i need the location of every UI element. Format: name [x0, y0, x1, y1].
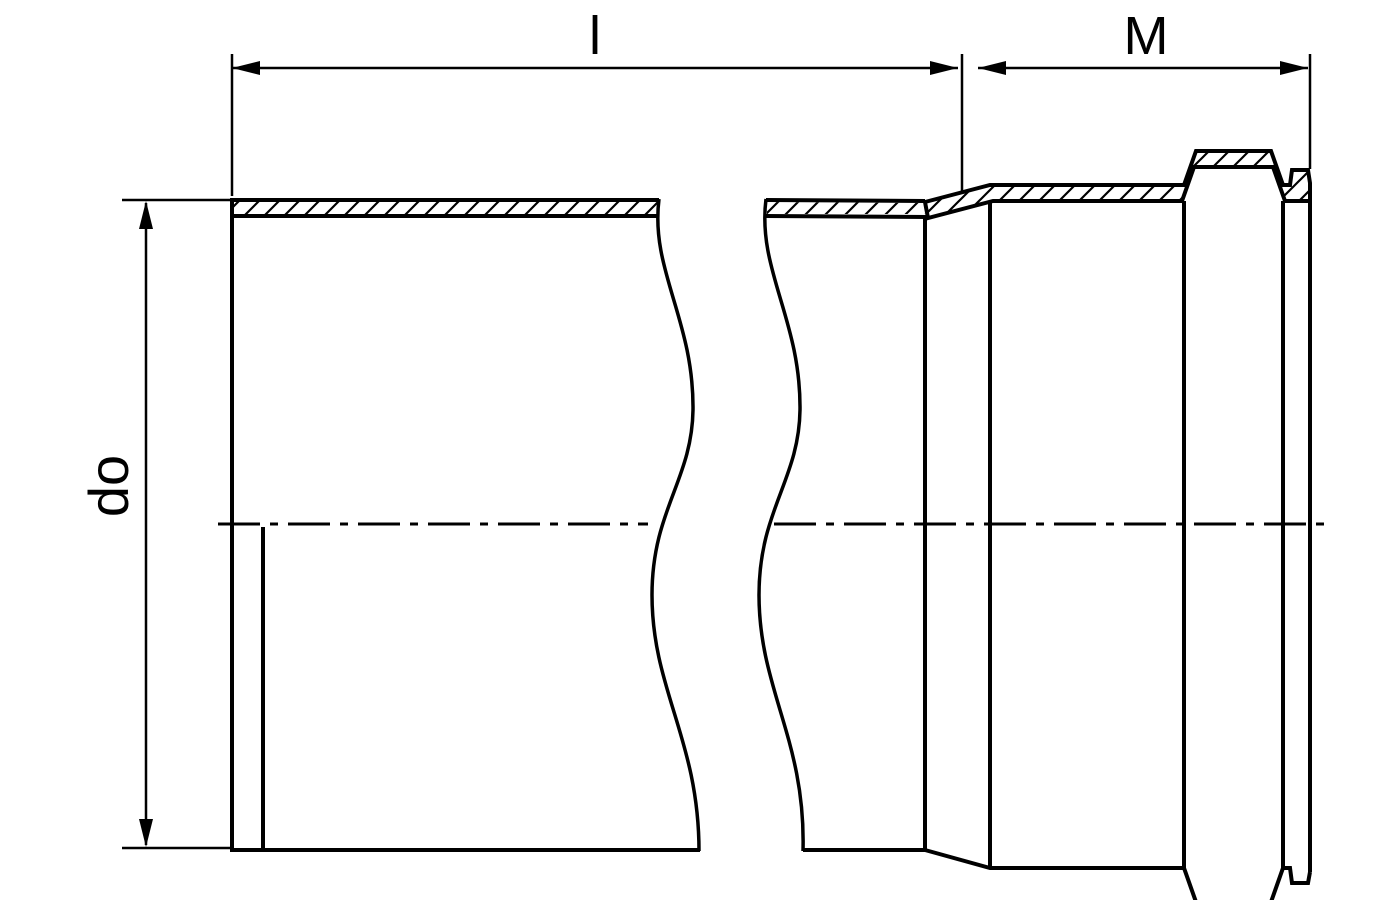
pipe-top-inner-right — [764, 214, 929, 219]
dimension-label-l: l — [589, 6, 601, 66]
dimension-label-m: M — [1124, 6, 1169, 66]
dimension-l: l — [232, 6, 958, 75]
socket-wall-section — [922, 149, 1312, 221]
wall-hatching — [232, 149, 1312, 221]
socket-bottom-silhouette — [924, 848, 1312, 900]
arrowhead-m-left — [978, 61, 1006, 75]
hatch-strip-right — [767, 202, 925, 214]
arrowhead-do-bottom — [139, 819, 153, 847]
pipe-top-outer-right — [765, 198, 926, 203]
arrowhead-l-left — [232, 61, 260, 75]
arrowhead-do-top — [139, 201, 153, 229]
dimension-m: M — [978, 6, 1308, 75]
socket — [923, 201, 1312, 900]
hatch-strip-left — [232, 202, 658, 214]
dimension-do: do — [77, 201, 153, 847]
extension-lines — [122, 54, 1312, 850]
break-line-right — [757, 198, 805, 852]
arrowhead-l-right — [930, 61, 958, 75]
break-line-left — [650, 198, 701, 852]
dimension-label-do: do — [77, 455, 140, 517]
pipe-body — [230, 198, 929, 852]
arrowhead-m-right — [1280, 61, 1308, 75]
break-lines — [650, 198, 805, 852]
